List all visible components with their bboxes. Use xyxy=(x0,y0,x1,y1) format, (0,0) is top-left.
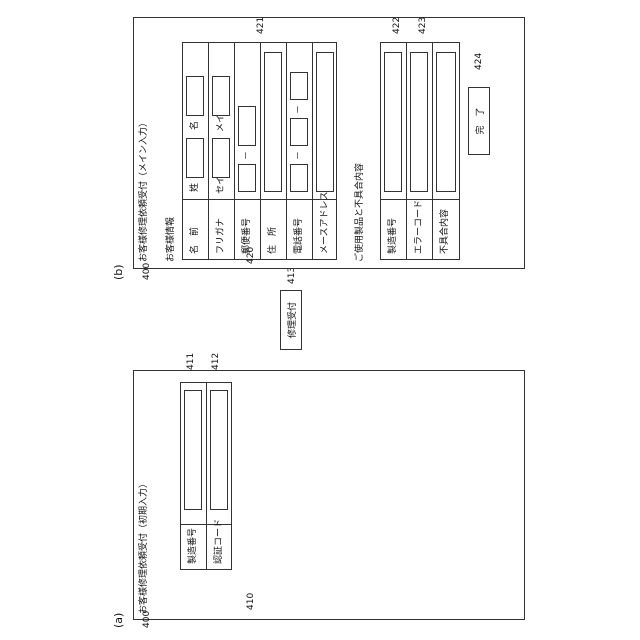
postal-code-separator: － xyxy=(242,151,253,160)
panel-b-ref-customer: 421 xyxy=(256,17,266,34)
panel-b-done-button[interactable]: 完 了 xyxy=(468,87,490,155)
panel-b-title: お客様修理依頼受付（メイン入力） xyxy=(139,118,150,262)
panel-b-product-heading: ご使用製品と不具合内容 xyxy=(355,163,366,262)
postal-code-input-2[interactable] xyxy=(238,106,256,146)
product-error-code-label: エラーコード xyxy=(414,200,425,254)
surname-label: 姓 xyxy=(190,183,201,192)
row-label-furigana: フリガナ xyxy=(216,218,227,254)
furigana-sei-input[interactable] xyxy=(212,138,230,178)
row-label-address: 住 所 xyxy=(268,227,279,254)
product-defect-input[interactable] xyxy=(436,52,456,192)
row-divider xyxy=(286,42,287,260)
product-error-code-input[interactable] xyxy=(410,52,428,192)
address-input[interactable] xyxy=(264,52,282,192)
email-input[interactable] xyxy=(316,52,334,192)
panel-b-label: (b) xyxy=(112,264,125,280)
row-divider xyxy=(432,42,433,260)
panel-b-ref-error: 423 xyxy=(418,17,428,34)
panel-b-ref-frame: 420 xyxy=(246,247,256,264)
row-divider xyxy=(312,42,313,260)
given-name-label: 名 xyxy=(190,121,201,130)
panel-b-ref-button: 424 xyxy=(474,53,484,70)
product-serial-input[interactable] xyxy=(384,52,402,192)
given-name-input[interactable] xyxy=(186,76,204,116)
row-label-phone: 電話番号 xyxy=(294,218,305,254)
row-label-name: 名 前 xyxy=(190,227,201,254)
furigana-sei-label: セイ xyxy=(216,176,227,194)
row-divider xyxy=(234,42,235,260)
panel-b-customer-heading: お客様情報 xyxy=(166,217,177,262)
row-label-email: メースアドレス xyxy=(320,191,331,254)
phone-separator-1: － xyxy=(294,151,305,160)
row-divider xyxy=(260,42,261,260)
surname-input[interactable] xyxy=(186,138,204,178)
furigana-mei-label: メイ xyxy=(216,114,227,132)
row-divider xyxy=(406,42,407,260)
furigana-mei-input[interactable] xyxy=(212,76,230,116)
panel-b-ref-serial: 422 xyxy=(392,17,402,34)
phone-separator-2: － xyxy=(294,105,305,114)
product-defect-label: 不具合内容 xyxy=(440,209,451,254)
panel-b-done-button-label: 完 了 xyxy=(473,108,486,135)
column-divider xyxy=(182,199,337,200)
row-divider xyxy=(208,42,209,260)
panel-b-ref-screen: 400 xyxy=(142,263,152,280)
phone-input-1[interactable] xyxy=(290,164,308,192)
product-serial-label: 製造番号 xyxy=(388,218,399,254)
phone-input-2[interactable] xyxy=(290,118,308,146)
phone-input-3[interactable] xyxy=(290,72,308,100)
postal-code-input-1[interactable] xyxy=(238,164,256,192)
